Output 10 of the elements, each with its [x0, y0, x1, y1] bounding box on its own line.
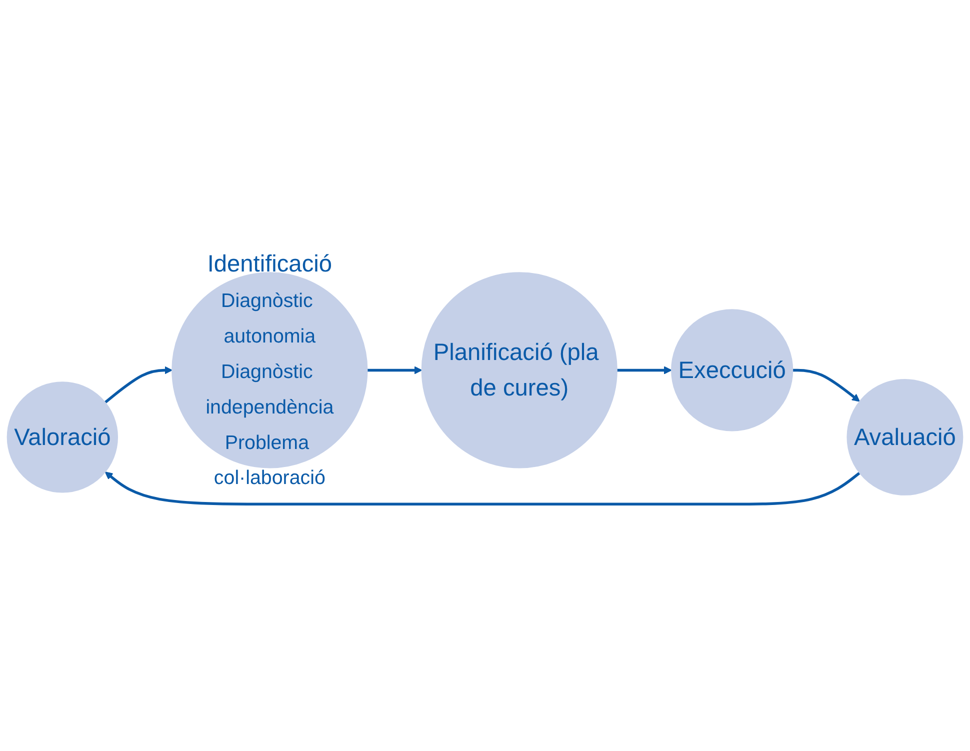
arrow [104, 366, 172, 404]
node-circle: Planificació (pla de cures) [421, 272, 618, 469]
node-circle: Avaluació [846, 379, 964, 496]
arrow [104, 472, 860, 506]
node-circle: Valoració [6, 382, 118, 494]
arrow [616, 366, 672, 374]
arrow [792, 369, 860, 402]
node-label: col·laboració [214, 466, 326, 490]
node-circle: Execcució [671, 309, 794, 432]
arrow [367, 366, 422, 374]
